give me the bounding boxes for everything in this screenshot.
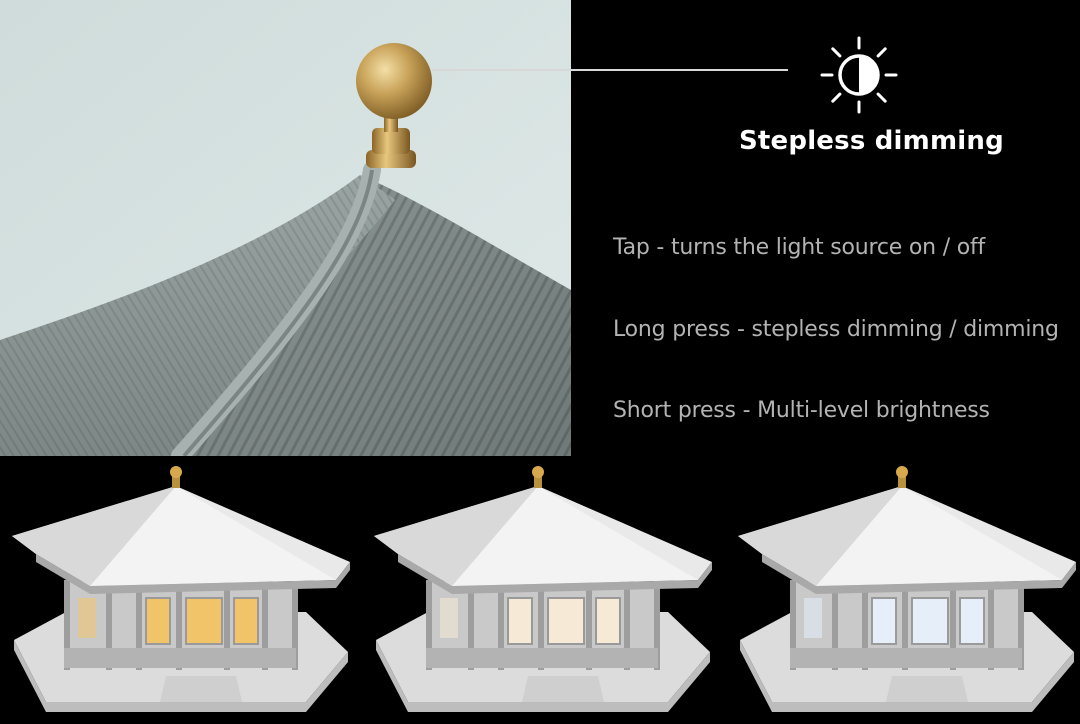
pillar xyxy=(426,580,432,670)
instruction-long-press: Long press - stepless dimming / dimming xyxy=(613,317,1059,342)
lit-window xyxy=(547,597,585,645)
instruction-short-press: Short press - Multi-level brightness xyxy=(613,398,990,423)
pillar xyxy=(106,580,112,670)
roof-finial-stem xyxy=(172,476,180,488)
pavilion-stairs xyxy=(886,676,968,702)
roof-finial-stem xyxy=(898,476,906,488)
side-window xyxy=(78,598,96,638)
lower-lattice xyxy=(790,648,1022,668)
lit-window xyxy=(871,597,897,645)
lit-window xyxy=(185,597,223,645)
pillar xyxy=(64,580,70,670)
roof-finial-ball xyxy=(170,466,182,478)
roof-closeup-photo xyxy=(0,0,571,456)
pillar xyxy=(586,580,592,670)
pillar xyxy=(624,580,630,670)
roof-finial-ball xyxy=(532,466,544,478)
pillar xyxy=(262,580,268,670)
pillar xyxy=(468,580,474,670)
lit-window xyxy=(911,597,949,645)
instruction-tap: Tap - turns the light source on / off xyxy=(613,235,986,260)
pavilion-lamp-neutral xyxy=(368,462,718,720)
roof-finial-stem xyxy=(534,476,542,488)
pillar xyxy=(654,580,660,670)
pillar xyxy=(988,580,994,670)
pavilion-lamp-cool xyxy=(732,462,1080,720)
pillar xyxy=(136,580,142,670)
pillar xyxy=(1018,580,1024,670)
pillar xyxy=(176,580,182,670)
lit-window xyxy=(595,597,621,645)
pillar xyxy=(498,580,504,670)
feature-headline: Stepless dimming xyxy=(739,126,1004,156)
pillar xyxy=(538,580,544,670)
pavilion-stairs xyxy=(522,676,604,702)
lit-window xyxy=(507,597,533,645)
lower-lattice xyxy=(64,648,296,668)
side-window xyxy=(440,598,458,638)
pillar xyxy=(790,580,796,670)
roof-finial-ball xyxy=(896,466,908,478)
pillar xyxy=(224,580,230,670)
pillar xyxy=(950,580,956,670)
roof-eave xyxy=(762,554,1076,594)
lit-window xyxy=(959,597,985,645)
lit-window xyxy=(233,597,259,645)
roof-eave xyxy=(36,554,350,594)
lit-window xyxy=(145,597,171,645)
pavilion-lamp-warm xyxy=(6,462,356,720)
pillar xyxy=(862,580,868,670)
pavilion-stairs xyxy=(160,676,242,702)
pillar xyxy=(832,580,838,670)
pillar xyxy=(902,580,908,670)
roof-eave xyxy=(398,554,712,594)
callout-leader-line xyxy=(432,69,788,71)
lower-lattice xyxy=(426,648,658,668)
brightness-half-icon xyxy=(818,34,900,116)
side-window xyxy=(804,598,822,638)
pillar xyxy=(292,580,298,670)
